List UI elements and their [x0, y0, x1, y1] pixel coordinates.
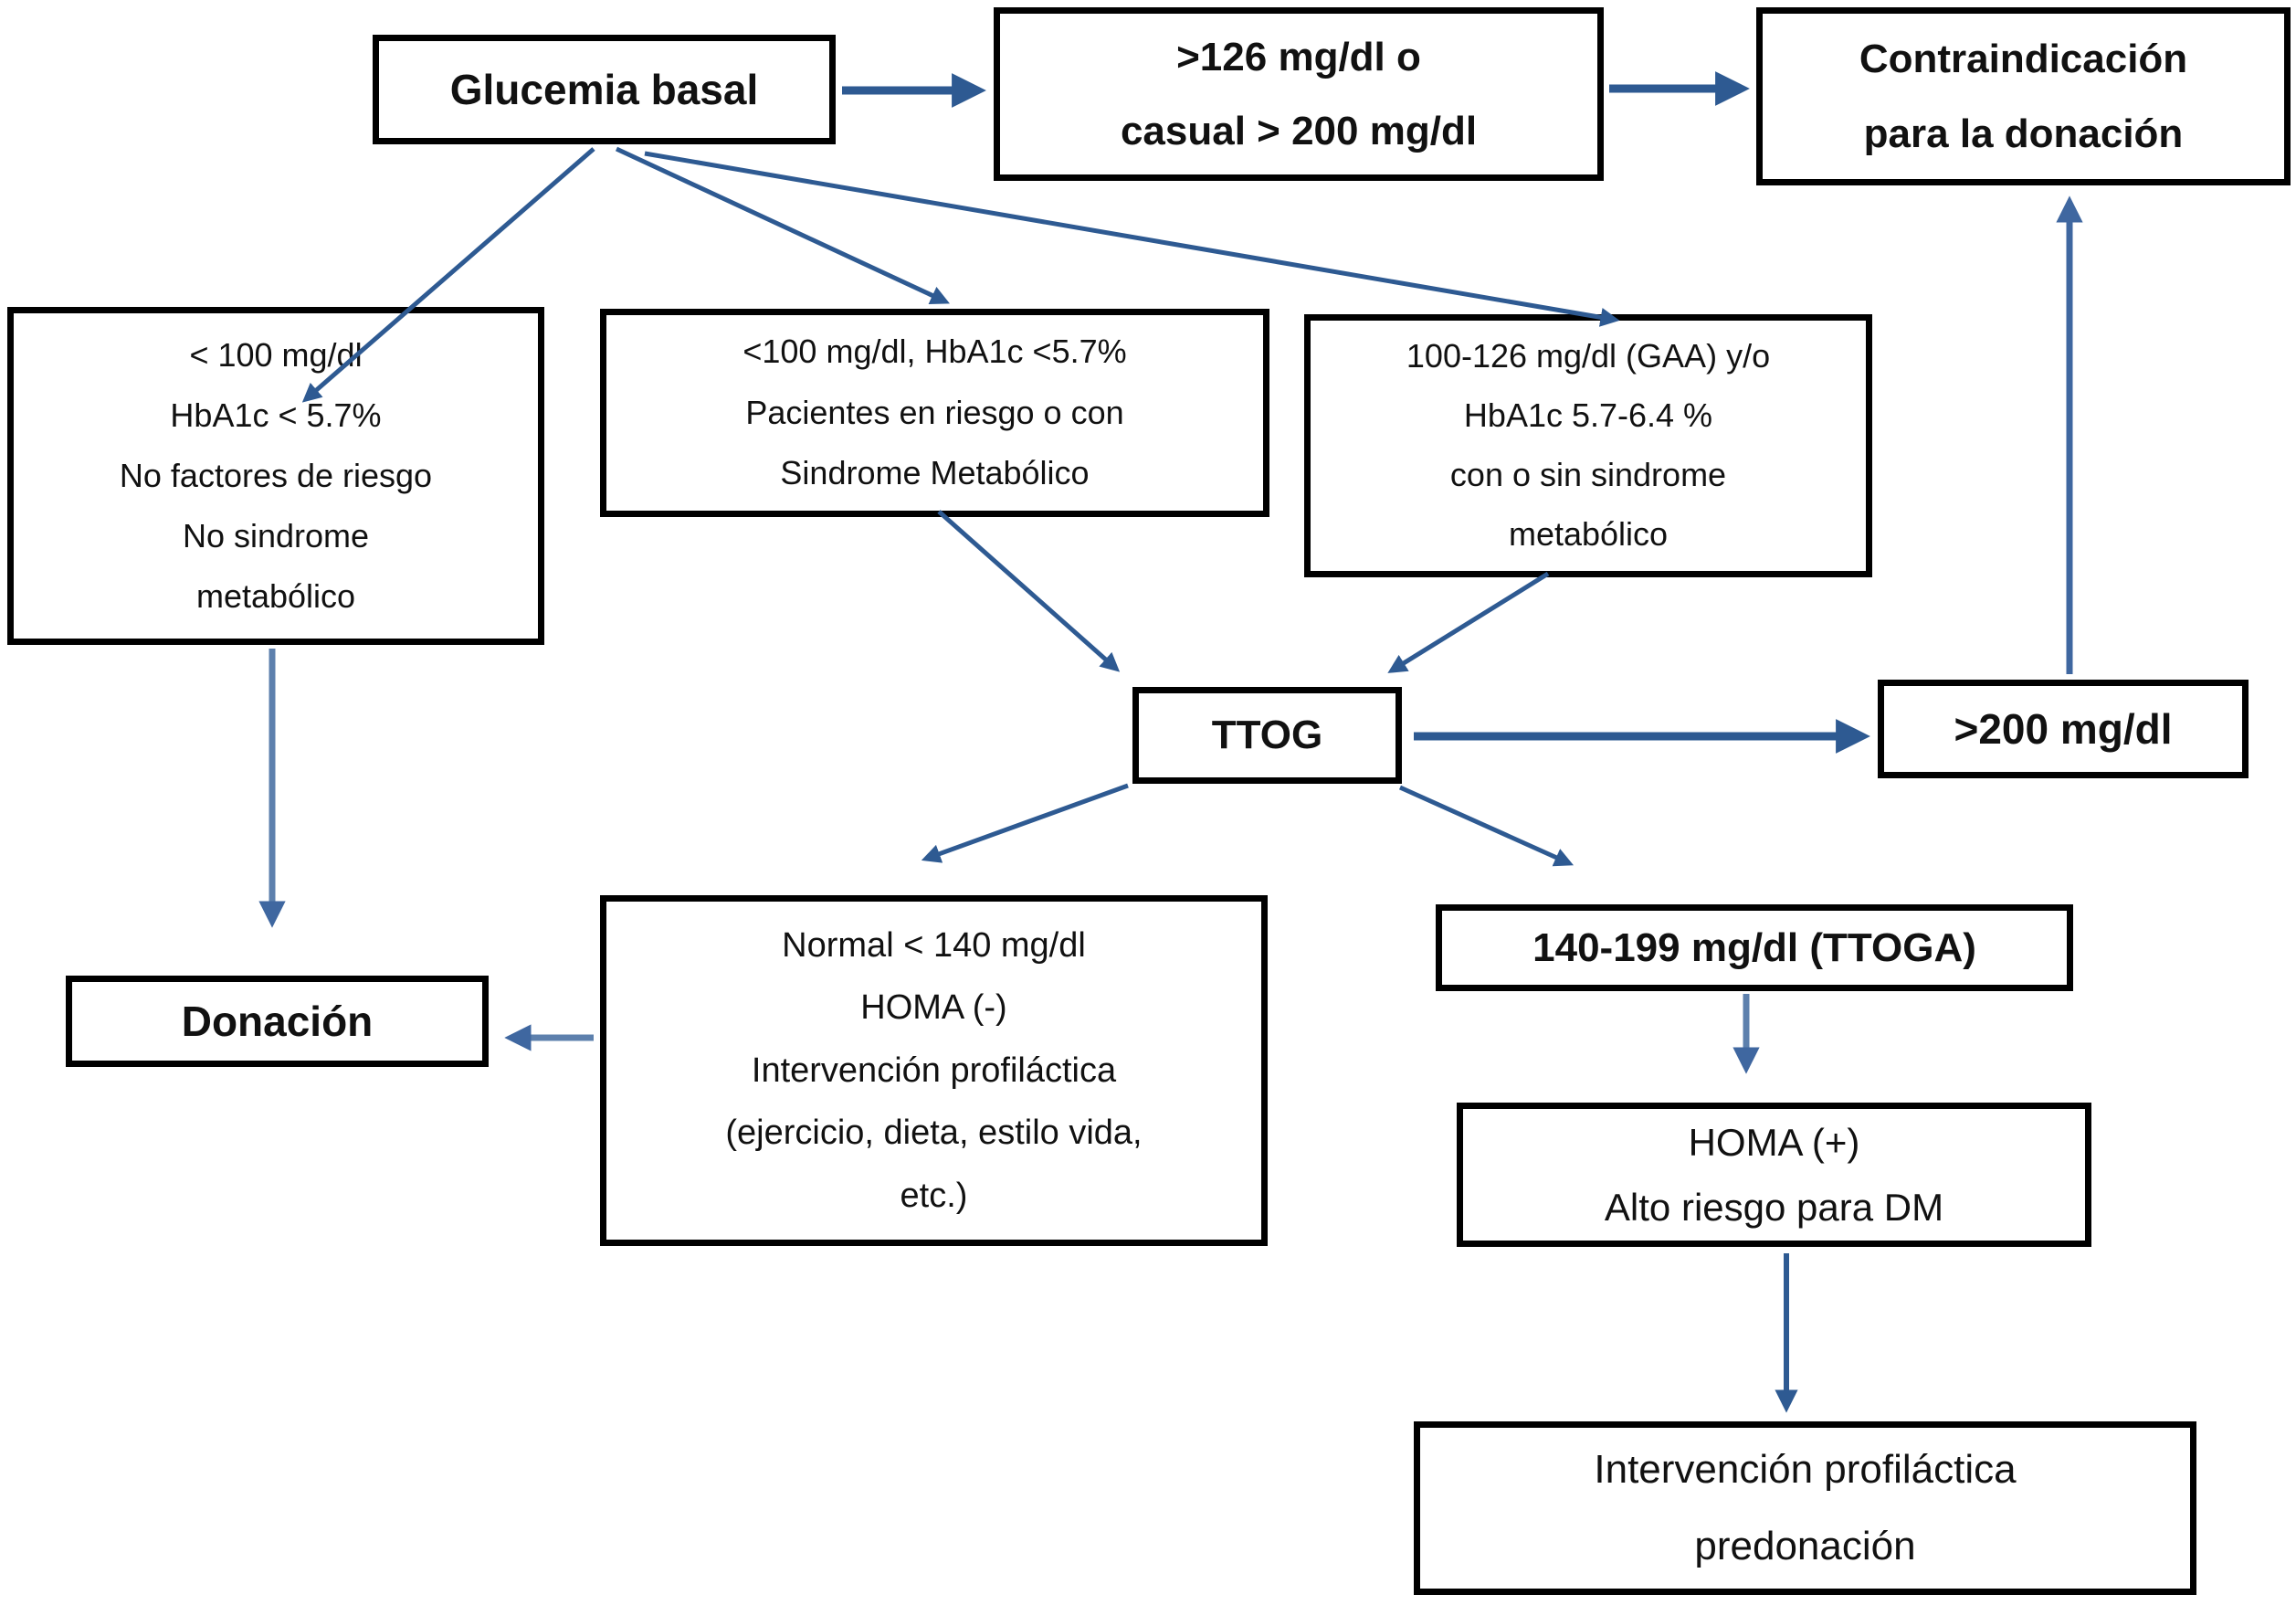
node-gaa: 100-126 mg/dl (GAA) y/o HbA1c 5.7-6.4 % …	[1304, 314, 1872, 577]
node-glucemia-alta: >126 mg/dl o casual > 200 mg/dl	[994, 7, 1604, 181]
node-ttoga: 140-199 mg/dl (TTOGA)	[1436, 904, 2073, 991]
arrow-con-riesgo-to-ttog	[937, 510, 1121, 672]
arrow-gaa-to-ttog	[1387, 571, 1550, 673]
arrow-glucemia-to-con-riesgo	[615, 146, 950, 305]
node-intervencion-predonacion: Intervención profiláctica predonación	[1414, 1421, 2196, 1595]
arrow-ttog-to-normal	[921, 783, 1129, 863]
node-homa-positivo: HOMA (+) Alto riesgo para DM	[1457, 1103, 2091, 1247]
node-donacion: Donación	[66, 976, 489, 1067]
node-glucemia-basal: Glucemia basal	[373, 35, 836, 144]
node-ttog-normal: Normal < 140 mg/dl HOMA (-) Intervención…	[600, 895, 1268, 1246]
arrow-ttog-to-ttoga	[1398, 785, 1575, 867]
node-contraindicacion: Contraindicación para la donación	[1756, 7, 2291, 185]
node-ttog: TTOG	[1132, 687, 1402, 784]
node-normal-sin-riesgo: < 100 mg/dl HbA1c < 5.7% No factores de …	[7, 307, 544, 645]
node-normal-con-riesgo: <100 mg/dl, HbA1c <5.7% Pacientes en rie…	[600, 309, 1269, 517]
node-ttog-alto: >200 mg/dl	[1878, 680, 2249, 778]
